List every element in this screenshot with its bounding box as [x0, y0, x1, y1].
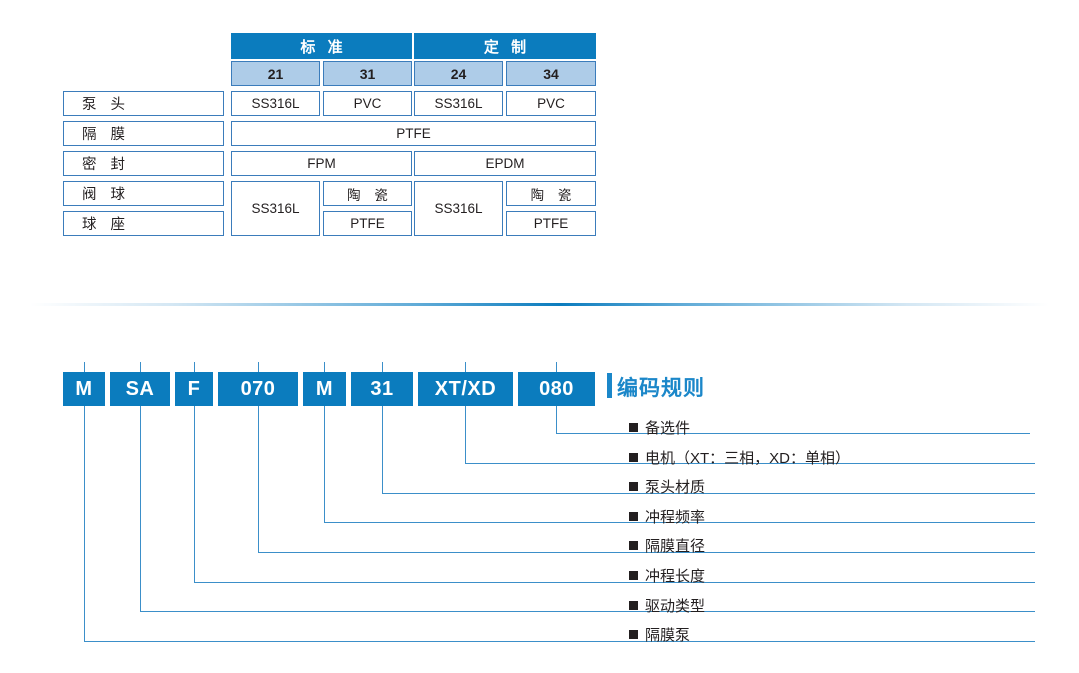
table-group-header-standard: 标 准	[231, 33, 412, 59]
table-cell: FPM	[231, 151, 412, 176]
table-cell: 陶 瓷	[506, 181, 596, 206]
table-cell: PVC	[323, 91, 412, 116]
table-cell: 陶 瓷	[323, 181, 412, 206]
table-model-code-31: 31	[323, 61, 412, 86]
square-bullet-icon	[629, 512, 638, 521]
table-cell: EPDM	[414, 151, 596, 176]
legend-item-label: 隔膜直径	[645, 538, 706, 555]
tick-mark-icon	[258, 362, 259, 372]
code-rule-title: 编码规则	[617, 377, 705, 400]
leader-line-vertical	[258, 406, 259, 553]
code-rule-diagram: M SA F 070 M 31 XT/XD 080 备选件 电机（XT：三相，X…	[0, 330, 1079, 660]
specification-table: 标 准 定 制 21 31 24 34 泵 头 SS316L PVC SS316…	[63, 33, 596, 238]
leader-line-vertical	[140, 406, 141, 612]
code-block-pump-head-material[interactable]: 31	[351, 372, 413, 406]
leader-line-horizontal	[84, 641, 1035, 642]
tick-mark-icon	[324, 362, 325, 372]
tick-mark-icon	[194, 362, 195, 372]
table-group-header-custom: 定 制	[414, 33, 596, 59]
square-bullet-icon	[629, 423, 638, 432]
legend-item-drive-type: 驱动类型	[629, 595, 705, 616]
table-row-label-pump-head: 泵 头	[63, 91, 224, 116]
square-bullet-icon	[629, 453, 638, 462]
table-row-label-valve-ball: 阀 球	[63, 181, 224, 206]
code-block-optional-parts[interactable]: 080	[518, 372, 595, 406]
table-cell: PTFE	[231, 121, 596, 146]
table-model-code-24: 24	[414, 61, 503, 86]
square-bullet-icon	[629, 571, 638, 580]
table-cell: SS316L	[231, 91, 320, 116]
leader-line-vertical	[324, 406, 325, 523]
leader-line-vertical	[556, 406, 557, 434]
leader-line-horizontal	[258, 552, 1035, 553]
legend-item-pump-head-material: 泵头材质	[629, 476, 705, 497]
table-cell: SS316L	[414, 91, 503, 116]
tick-mark-icon	[382, 362, 383, 372]
legend-item-label: 电机（XT：三相，XD：单相）	[645, 450, 851, 467]
leader-line-horizontal	[324, 522, 1035, 523]
code-block-stroke-frequency[interactable]: M	[303, 372, 346, 406]
table-cell: PTFE	[506, 211, 596, 236]
legend-item-label: 冲程频率	[645, 509, 706, 526]
tick-mark-icon	[465, 362, 466, 372]
legend-item-diaphragm-diameter: 隔膜直径	[629, 535, 705, 556]
leader-line-vertical	[382, 406, 383, 494]
square-bullet-icon	[629, 482, 638, 491]
legend-item-label: 驱动类型	[645, 598, 706, 615]
legend-item-label: 泵头材质	[645, 479, 706, 496]
leader-line-vertical	[194, 406, 195, 583]
square-bullet-icon	[629, 601, 638, 610]
leader-line-horizontal	[140, 611, 1035, 612]
table-model-code-34: 34	[506, 61, 596, 86]
table-cell: SS316L	[231, 181, 320, 236]
square-bullet-icon	[629, 541, 638, 550]
table-cell: PVC	[506, 91, 596, 116]
table-cell: PTFE	[323, 211, 412, 236]
legend-item-label: 冲程长度	[645, 568, 706, 585]
section-divider	[30, 303, 1049, 306]
table-row-label-ball-seat: 球 座	[63, 211, 224, 236]
code-block-stroke-length[interactable]: F	[175, 372, 213, 406]
tick-mark-icon	[556, 362, 557, 372]
leader-line-horizontal	[194, 582, 1035, 583]
table-row-label-diaphragm: 隔 膜	[63, 121, 224, 146]
table-cell: SS316L	[414, 181, 503, 236]
legend-item-label: 隔膜泵	[645, 627, 691, 644]
legend-item-motor: 电机（XT：三相，XD：单相）	[629, 447, 850, 468]
leader-line-horizontal	[556, 433, 1030, 434]
legend-item-diaphragm-pump: 隔膜泵	[629, 624, 690, 645]
leader-line-vertical	[84, 406, 85, 642]
legend-item-stroke-length: 冲程长度	[629, 565, 705, 586]
leader-line-vertical	[465, 406, 466, 464]
code-block-diaphragm-pump[interactable]: M	[63, 372, 105, 406]
legend-item-optional-parts: 备选件	[629, 417, 690, 438]
code-block-diaphragm-diameter[interactable]: 070	[218, 372, 298, 406]
code-block-motor[interactable]: XT/XD	[418, 372, 513, 406]
tick-mark-icon	[140, 362, 141, 372]
leader-line-horizontal	[382, 493, 1035, 494]
legend-item-label: 备选件	[645, 420, 691, 437]
table-row-label-seal: 密 封	[63, 151, 224, 176]
tick-mark-icon	[84, 362, 85, 372]
legend-item-stroke-frequency: 冲程频率	[629, 506, 705, 527]
square-bullet-icon	[629, 630, 638, 639]
title-accent-bar	[607, 373, 612, 398]
code-block-drive-type[interactable]: SA	[110, 372, 170, 406]
table-model-code-21: 21	[231, 61, 320, 86]
leader-line-horizontal	[465, 463, 1035, 464]
